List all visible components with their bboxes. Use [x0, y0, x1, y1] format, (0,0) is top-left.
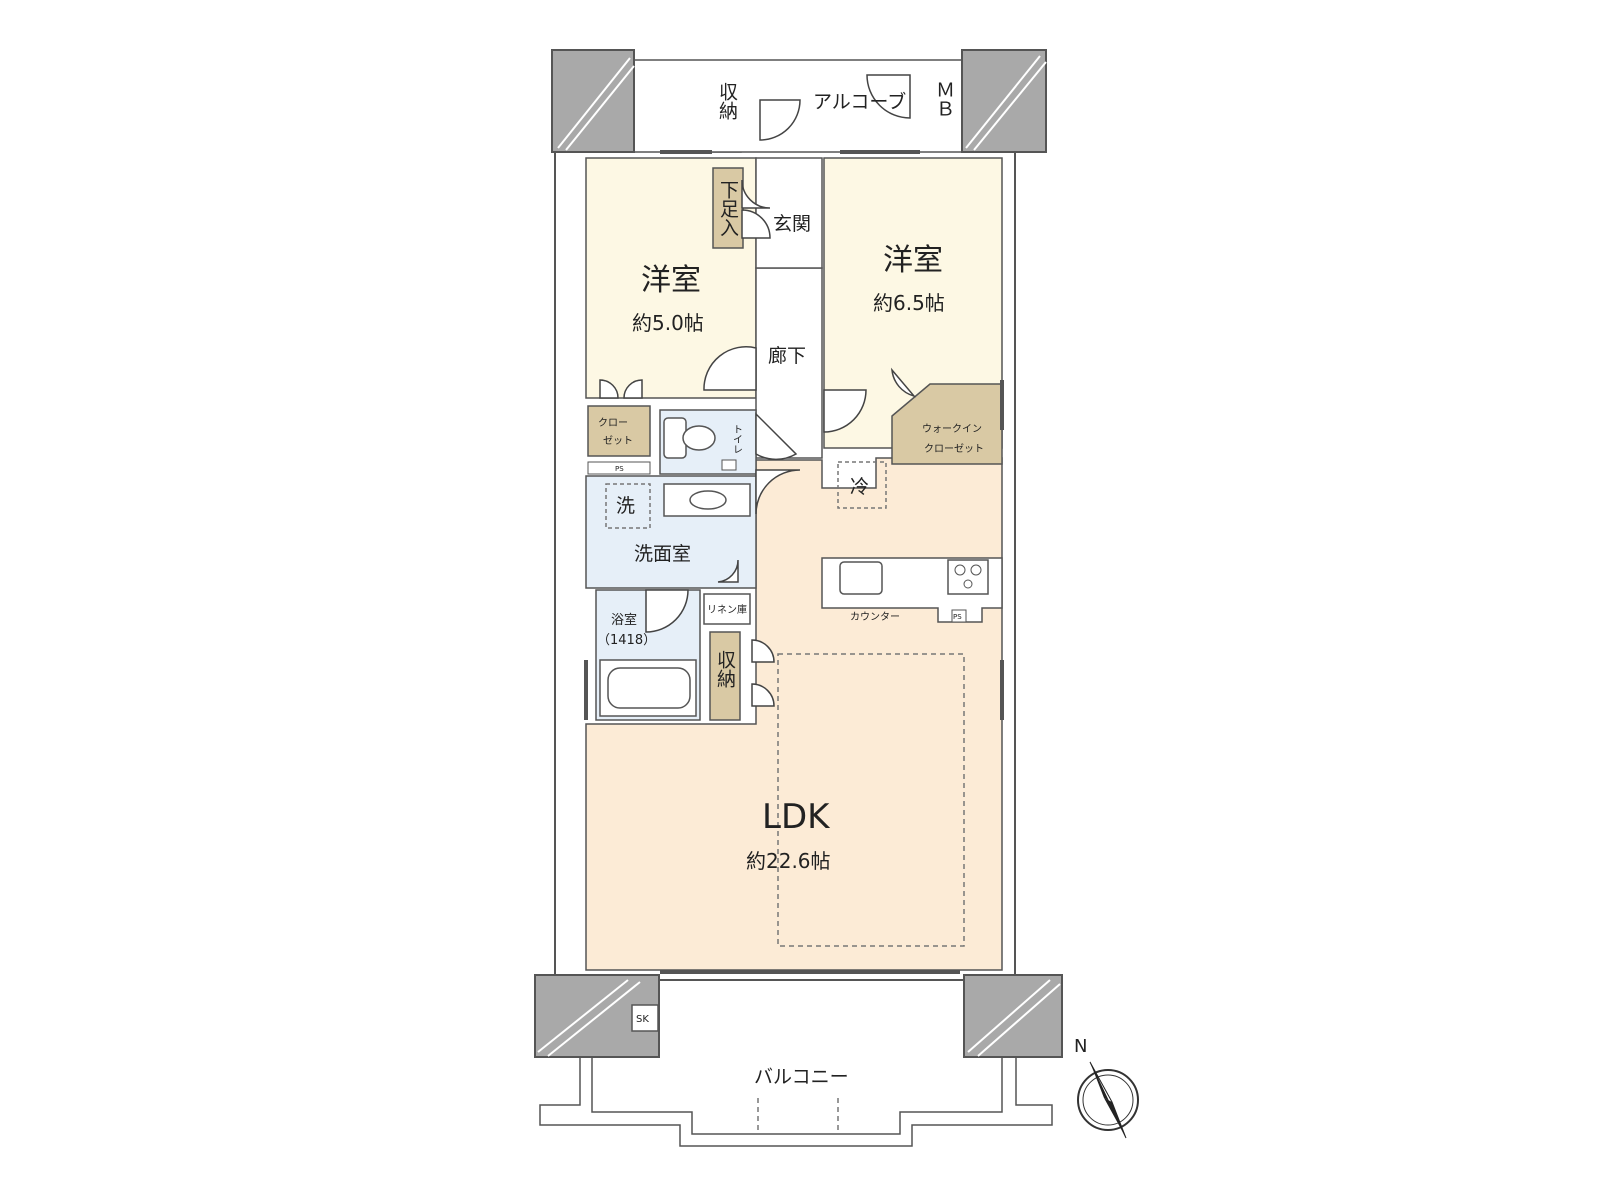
kitchen-counter	[821, 557, 1003, 623]
alcove-storage-label: 収納	[716, 82, 738, 120]
alcove-label: アルコーブ	[813, 90, 906, 113]
western-room-1-area: 約5.0帖	[632, 311, 704, 335]
western-room-1-name: 洋室	[641, 263, 701, 298]
fridge-label: 冷	[850, 476, 869, 498]
closet-label-line2: ゼット	[603, 435, 633, 447]
washer-label: 洗	[616, 495, 635, 517]
sk-box	[631, 1004, 659, 1032]
compass-icon	[1077, 1061, 1139, 1139]
balcony-outline	[539, 1057, 1053, 1147]
washroom-label: 洗面室	[634, 543, 691, 565]
windows	[584, 150, 1004, 974]
compass-label: N	[1074, 1036, 1087, 1057]
entrance-floor	[755, 157, 823, 269]
sk-label: SK	[636, 1014, 649, 1025]
meter-box-label: ＭＢ	[933, 80, 955, 118]
closet-label-line1: クロー	[598, 417, 628, 429]
walk-in-closet-label-line2: クローゼット	[924, 443, 984, 455]
linen-storage	[703, 593, 751, 625]
counter-label: カウンター	[850, 611, 900, 623]
bathtub	[599, 659, 697, 717]
ldk-name: LDK	[762, 797, 831, 837]
fridge-space	[837, 461, 887, 509]
balcony-label: バルコニー	[754, 1066, 849, 1088]
western-room-2-area: 約6.5帖	[873, 291, 945, 315]
bathroom-size: （1418）	[597, 633, 656, 648]
western-room-2-name: 洋室	[883, 243, 943, 278]
ps-toilet	[587, 461, 651, 475]
hallway-label: 廊下	[768, 345, 806, 367]
columns	[534, 49, 1063, 1058]
bathroom-label: 浴室	[611, 612, 637, 628]
dining-area-outline	[777, 653, 965, 947]
entrance-label: 玄関	[773, 213, 811, 235]
toilet-fixture	[663, 417, 737, 471]
washbasin	[663, 483, 751, 517]
shoe-box-label: 下足入	[717, 180, 739, 237]
washer-space	[605, 483, 651, 529]
ldk-area: 約22.6帖	[746, 849, 831, 873]
ldk-storage	[709, 631, 741, 721]
linen-label: リネン庫	[707, 603, 747, 616]
walk-in-closet-label-line1: ウォークイン	[922, 423, 982, 435]
ldk-storage-label: 収納	[714, 650, 736, 688]
ps-kitchen-label: PS	[953, 613, 962, 621]
toilet-label: トイレ	[731, 424, 743, 454]
closet	[587, 405, 651, 457]
ps-toilet-label: PS	[615, 465, 624, 473]
doors	[599, 74, 917, 707]
